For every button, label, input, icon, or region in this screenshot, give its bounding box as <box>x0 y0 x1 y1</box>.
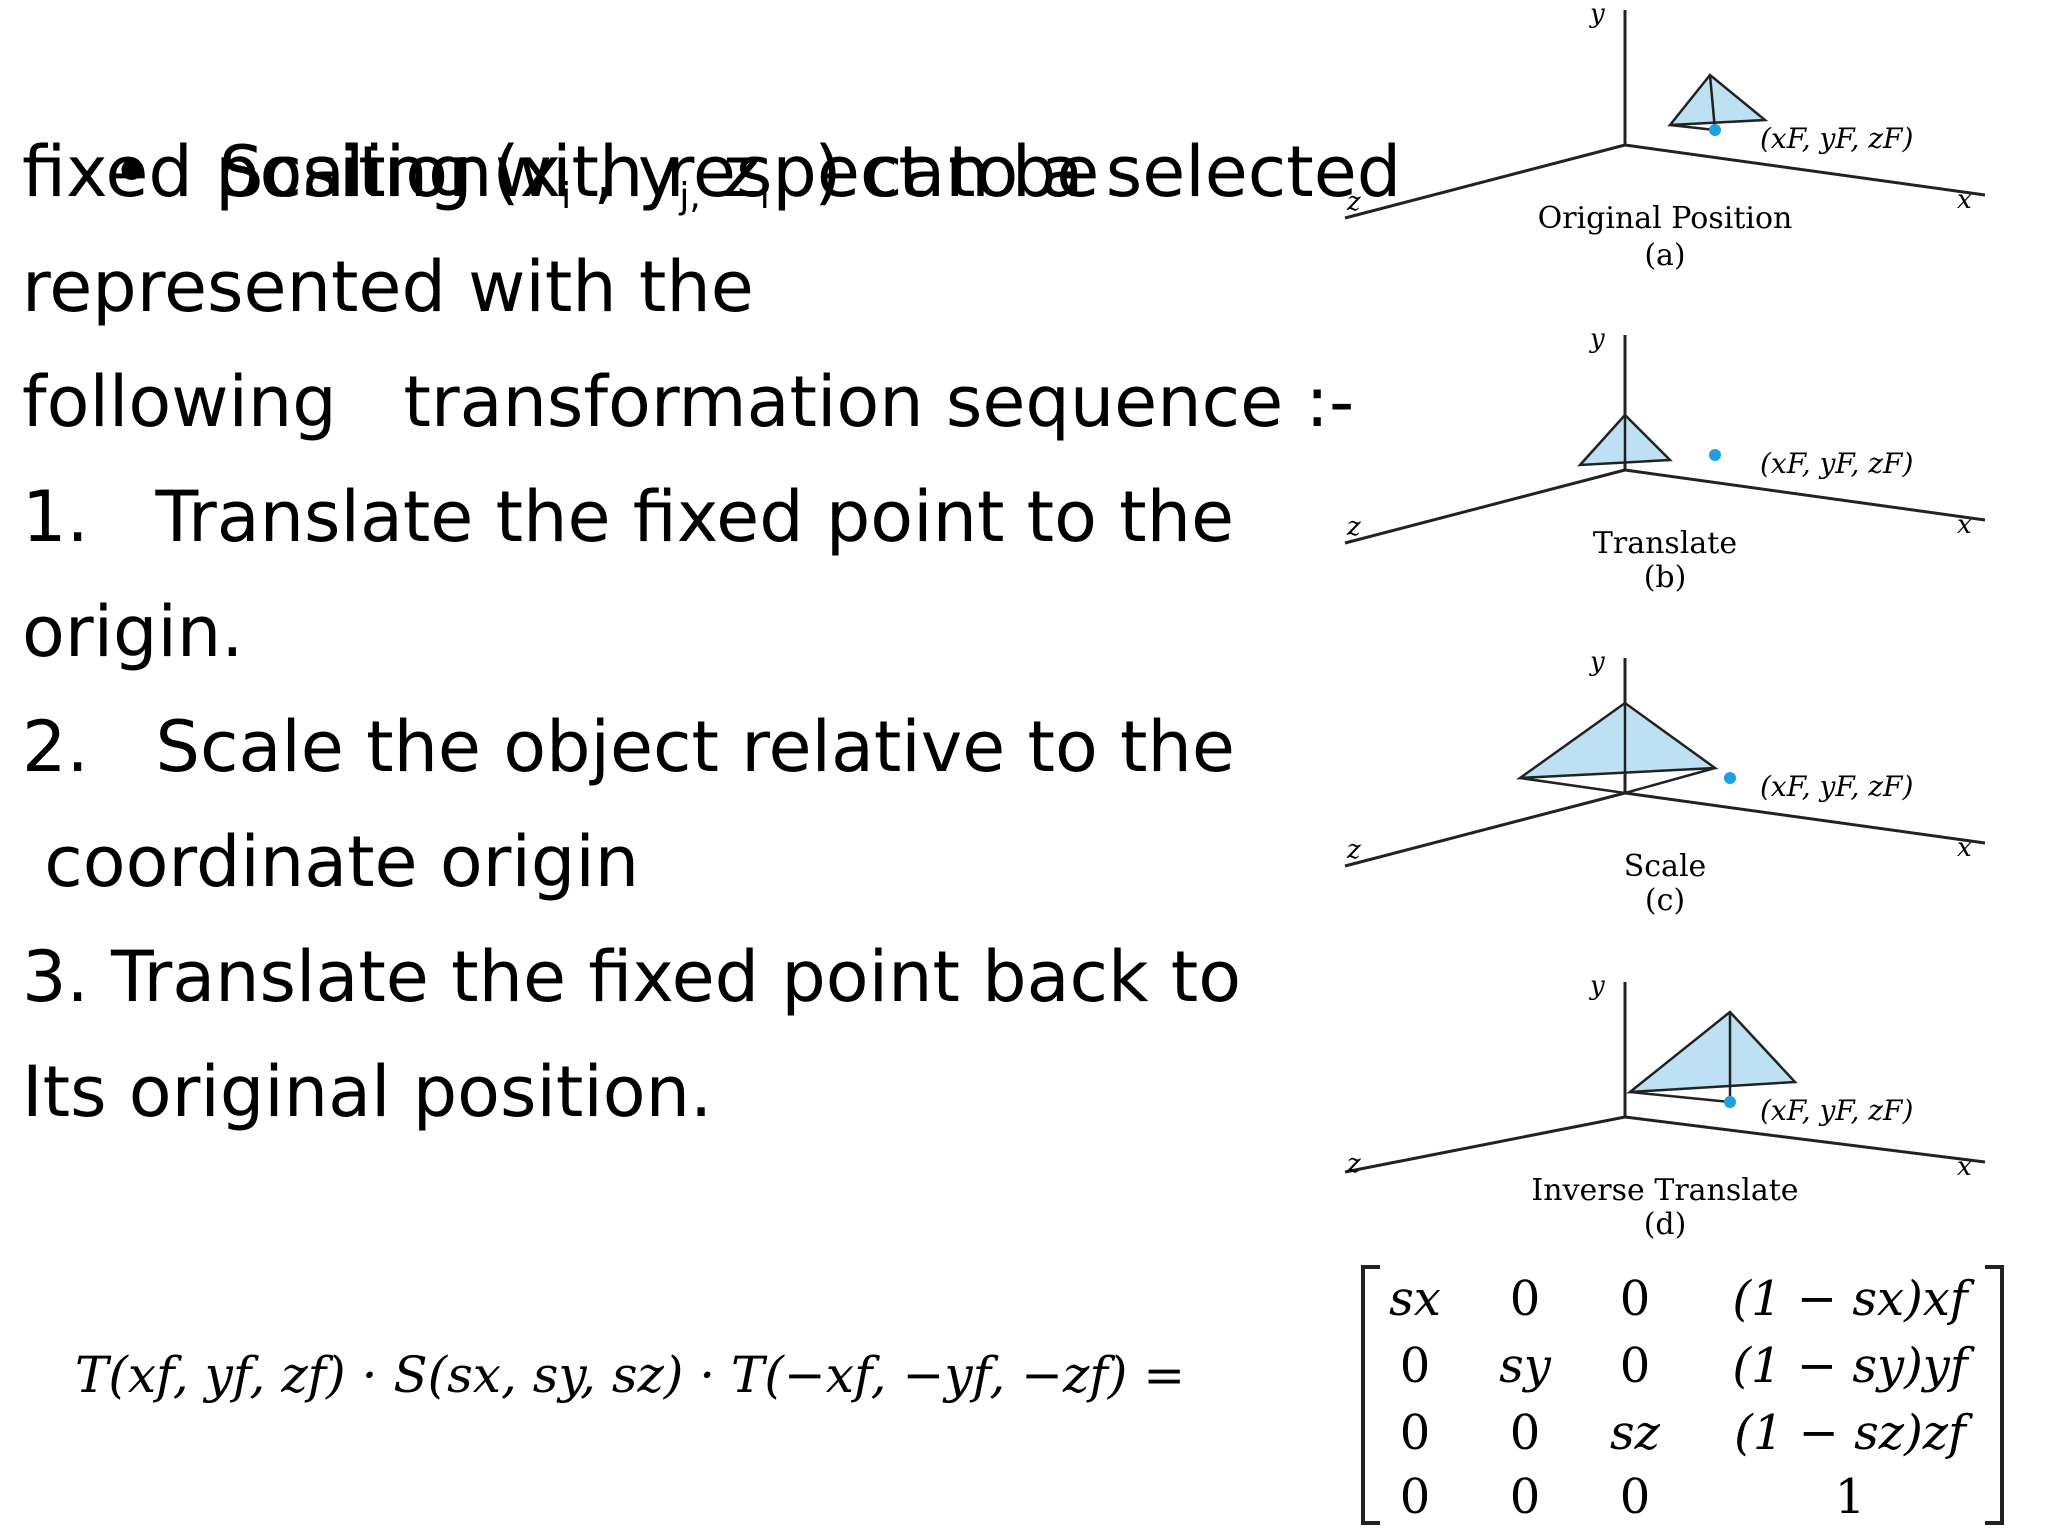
y-label: y <box>1589 972 1605 1001</box>
fixed-point-label: (xF, yF, zF) <box>1760 447 1913 480</box>
caption: Translate <box>1593 526 1737 561</box>
sub-i: i <box>561 176 572 217</box>
matrix-cell: sx <box>1389 1271 1441 1327</box>
text-line-1: • Scaling with respect to a selected <box>22 0 1401 345</box>
matrix-cell: sy <box>1499 1338 1552 1394</box>
right-bracket <box>1985 1265 2004 1525</box>
text-line-6: origin. <box>22 591 244 673</box>
matrix-cell: 0 <box>1620 1338 1651 1394</box>
x-axis <box>1624 1115 1986 1164</box>
bullet: • <box>111 131 153 213</box>
caption-sub: (d) <box>1644 1207 1687 1242</box>
z-axis <box>1344 468 1626 545</box>
z-label: z <box>1346 512 1361 542</box>
matrix-cell: 0 <box>1510 1271 1541 1327</box>
z-axis <box>1344 143 1626 220</box>
matrix-cell: 0 <box>1400 1469 1431 1525</box>
diagram-translate: y z x (xF, yF, zF) Translate (b) <box>1344 325 1986 595</box>
z-label: z <box>1346 187 1361 217</box>
y-label: y <box>1589 648 1605 677</box>
fixed-point-label: (xF, yF, zF) <box>1760 122 1913 155</box>
x-axis <box>1624 791 1986 845</box>
matrix-cell: 0 <box>1400 1338 1431 1394</box>
z-label: z <box>1346 835 1361 865</box>
diagram-scale: y z x (xF, yF, zF) Scale (c) <box>1344 648 1986 918</box>
caption: Inverse Translate <box>1531 1173 1798 1208</box>
caption: Original Position <box>1538 201 1793 236</box>
pyramid <box>1515 701 1719 795</box>
matrix-cell: 0 <box>1620 1271 1651 1327</box>
matrix-cell: 0 <box>1510 1469 1541 1525</box>
text-l2a: fixed position(x <box>22 131 562 213</box>
formula-lhs: T(xf, yf, zf) · S(sx, sy, sz) · T(−xf, −… <box>75 1346 1185 1404</box>
text-line-8: coordinate origin <box>22 821 640 903</box>
z-axis <box>1344 1115 1626 1174</box>
step-3: 3. Translate the fixed point back to <box>22 936 1242 1018</box>
fixed-point-label: (xF, yF, zF) <box>1760 1094 1913 1127</box>
fixed-point <box>1709 124 1721 136</box>
text-line-10: Its original position. <box>22 1051 713 1133</box>
fixed-point-label: (xF, yF, zF) <box>1760 770 1913 803</box>
y-label: y <box>1589 0 1605 29</box>
matrix-cell: (1 − sx)xf <box>1732 1271 1975 1327</box>
caption-sub: (c) <box>1645 883 1685 918</box>
matrix-cell: 0 <box>1510 1405 1541 1461</box>
diagram-inverse-translate: y z x (xF, yF, zF) Inverse Translate (d) <box>1344 972 1986 1242</box>
y-label: y <box>1589 325 1605 354</box>
sub-j: j, <box>679 176 701 217</box>
matrix-cell: sz <box>1610 1405 1661 1461</box>
matrix: sx 0 0 (1 − sx)xf 0 sy 0 (1 − sy)yf 0 0 … <box>1389 1271 1975 1525</box>
left-bracket <box>1361 1265 1380 1525</box>
diagram-original-position: y z x (xF, yF, zF) Original Position (a) <box>1344 0 1986 273</box>
text-l1: Scaling with respect to a selected <box>219 131 1402 213</box>
step-1: 1. Translate the fixed point to the <box>22 476 1235 558</box>
x-label: x <box>1957 510 1972 540</box>
text-line-2: fixed position(xi , yj, zi ) can be <box>22 115 1099 230</box>
text-l2c: , y <box>571 131 680 213</box>
pyramid <box>1577 413 1673 470</box>
matrix-cell: 0 <box>1620 1469 1651 1525</box>
caption-sub: (b) <box>1644 560 1687 595</box>
fixed-point <box>1724 1096 1736 1108</box>
x-label: x <box>1957 1152 1972 1182</box>
matrix-cell: (1 − sy)yf <box>1732 1338 1975 1394</box>
fixed-point <box>1709 449 1721 461</box>
x-axis <box>1624 468 1986 522</box>
sub-i2: i <box>759 176 770 217</box>
matrix-cell: 1 <box>1835 1469 1866 1525</box>
z-label: z <box>1346 1149 1361 1179</box>
x-label: x <box>1957 185 1972 215</box>
text-l2g: ) can be <box>769 131 1100 213</box>
z-axis <box>1344 791 1626 868</box>
matrix-cell: 0 <box>1400 1405 1431 1461</box>
text-line-3: represented with the <box>22 246 754 328</box>
pyramid <box>1626 1010 1798 1104</box>
fixed-point <box>1724 772 1736 784</box>
step-2: 2. Scale the object relative to the <box>22 706 1235 788</box>
matrix-cell: (1 − sz)zf <box>1734 1405 1973 1461</box>
pyramid <box>1667 73 1769 132</box>
x-axis <box>1624 143 1986 197</box>
text-line-4: following transformation sequence :- <box>22 361 1355 443</box>
text-l2e: z <box>700 131 760 213</box>
caption: Scale <box>1624 849 1707 884</box>
caption-sub: (a) <box>1644 238 1685 273</box>
composite-transform-formula: T(xf, yf, zf) · S(sx, sy, sz) · T(−xf, −… <box>75 1265 2004 1525</box>
x-label: x <box>1957 833 1972 863</box>
